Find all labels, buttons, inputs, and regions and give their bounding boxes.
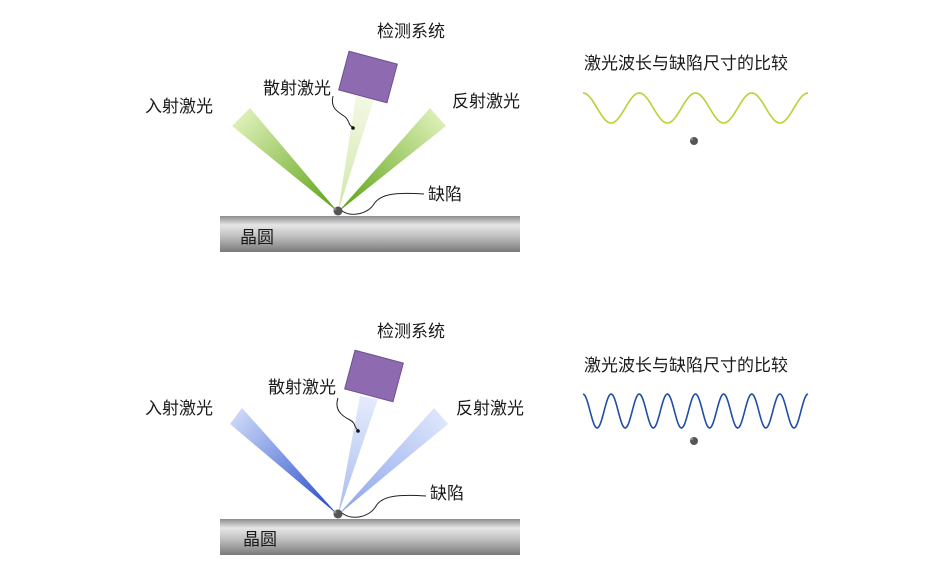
reflected-laser-beam bbox=[338, 108, 446, 212]
detector-label: 检测系统 bbox=[377, 22, 445, 42]
incident-laser-beam bbox=[230, 408, 338, 515]
laser-wavelength-wave bbox=[582, 92, 809, 124]
scattered-laser-label: 散射激光 bbox=[263, 79, 331, 99]
scattered-laser-beam bbox=[338, 96, 374, 212]
reflected-laser-label: 反射激光 bbox=[452, 92, 520, 112]
defect-particle bbox=[333, 206, 343, 216]
wafer-label: 晶圆 bbox=[240, 228, 274, 248]
scatter-leader-line bbox=[331, 95, 354, 128]
detector-label: 检测系统 bbox=[377, 322, 445, 342]
wafer-label: 晶圆 bbox=[243, 530, 277, 550]
reflected-laser-label: 反射激光 bbox=[456, 399, 524, 419]
defect-size-particle bbox=[690, 437, 698, 445]
detector-box bbox=[338, 50, 398, 104]
wafer-bar bbox=[220, 519, 520, 555]
scatter-leader-dot bbox=[351, 126, 355, 130]
wafer-bar bbox=[220, 216, 520, 252]
panel-blue: 晶圆 检测系统 入射激光 反射激光 散射激光 缺陷 激光波长与缺陷尺寸的比较 bbox=[145, 322, 809, 555]
scattered-laser-label: 散射激光 bbox=[268, 378, 336, 398]
defect-label: 缺陷 bbox=[428, 185, 462, 205]
scatter-leader-line bbox=[336, 397, 359, 431]
panel-green: 晶圆 检测系统 入射激光 反射激光 散射激光 缺陷 激光波长与缺陷尺寸的比较 bbox=[145, 22, 809, 252]
defect-leader-line bbox=[341, 494, 427, 518]
scatter-leader-dot bbox=[356, 429, 360, 433]
defect-leader-line bbox=[340, 192, 425, 215]
incident-laser-label: 入射激光 bbox=[145, 399, 213, 419]
detector-box bbox=[344, 349, 404, 403]
scattered-laser-beam bbox=[338, 396, 378, 515]
reflected-laser-beam bbox=[338, 408, 448, 515]
defect-particle bbox=[333, 509, 343, 519]
compare-title: 激光波长与缺陷尺寸的比较 bbox=[584, 54, 788, 74]
compare-title: 激光波长与缺陷尺寸的比较 bbox=[584, 356, 788, 376]
laser-wavelength-wave bbox=[582, 393, 809, 429]
incident-laser-label: 入射激光 bbox=[145, 97, 213, 117]
incident-laser-beam bbox=[232, 108, 338, 212]
defect-size-particle bbox=[690, 137, 698, 145]
defect-label: 缺陷 bbox=[430, 484, 464, 504]
